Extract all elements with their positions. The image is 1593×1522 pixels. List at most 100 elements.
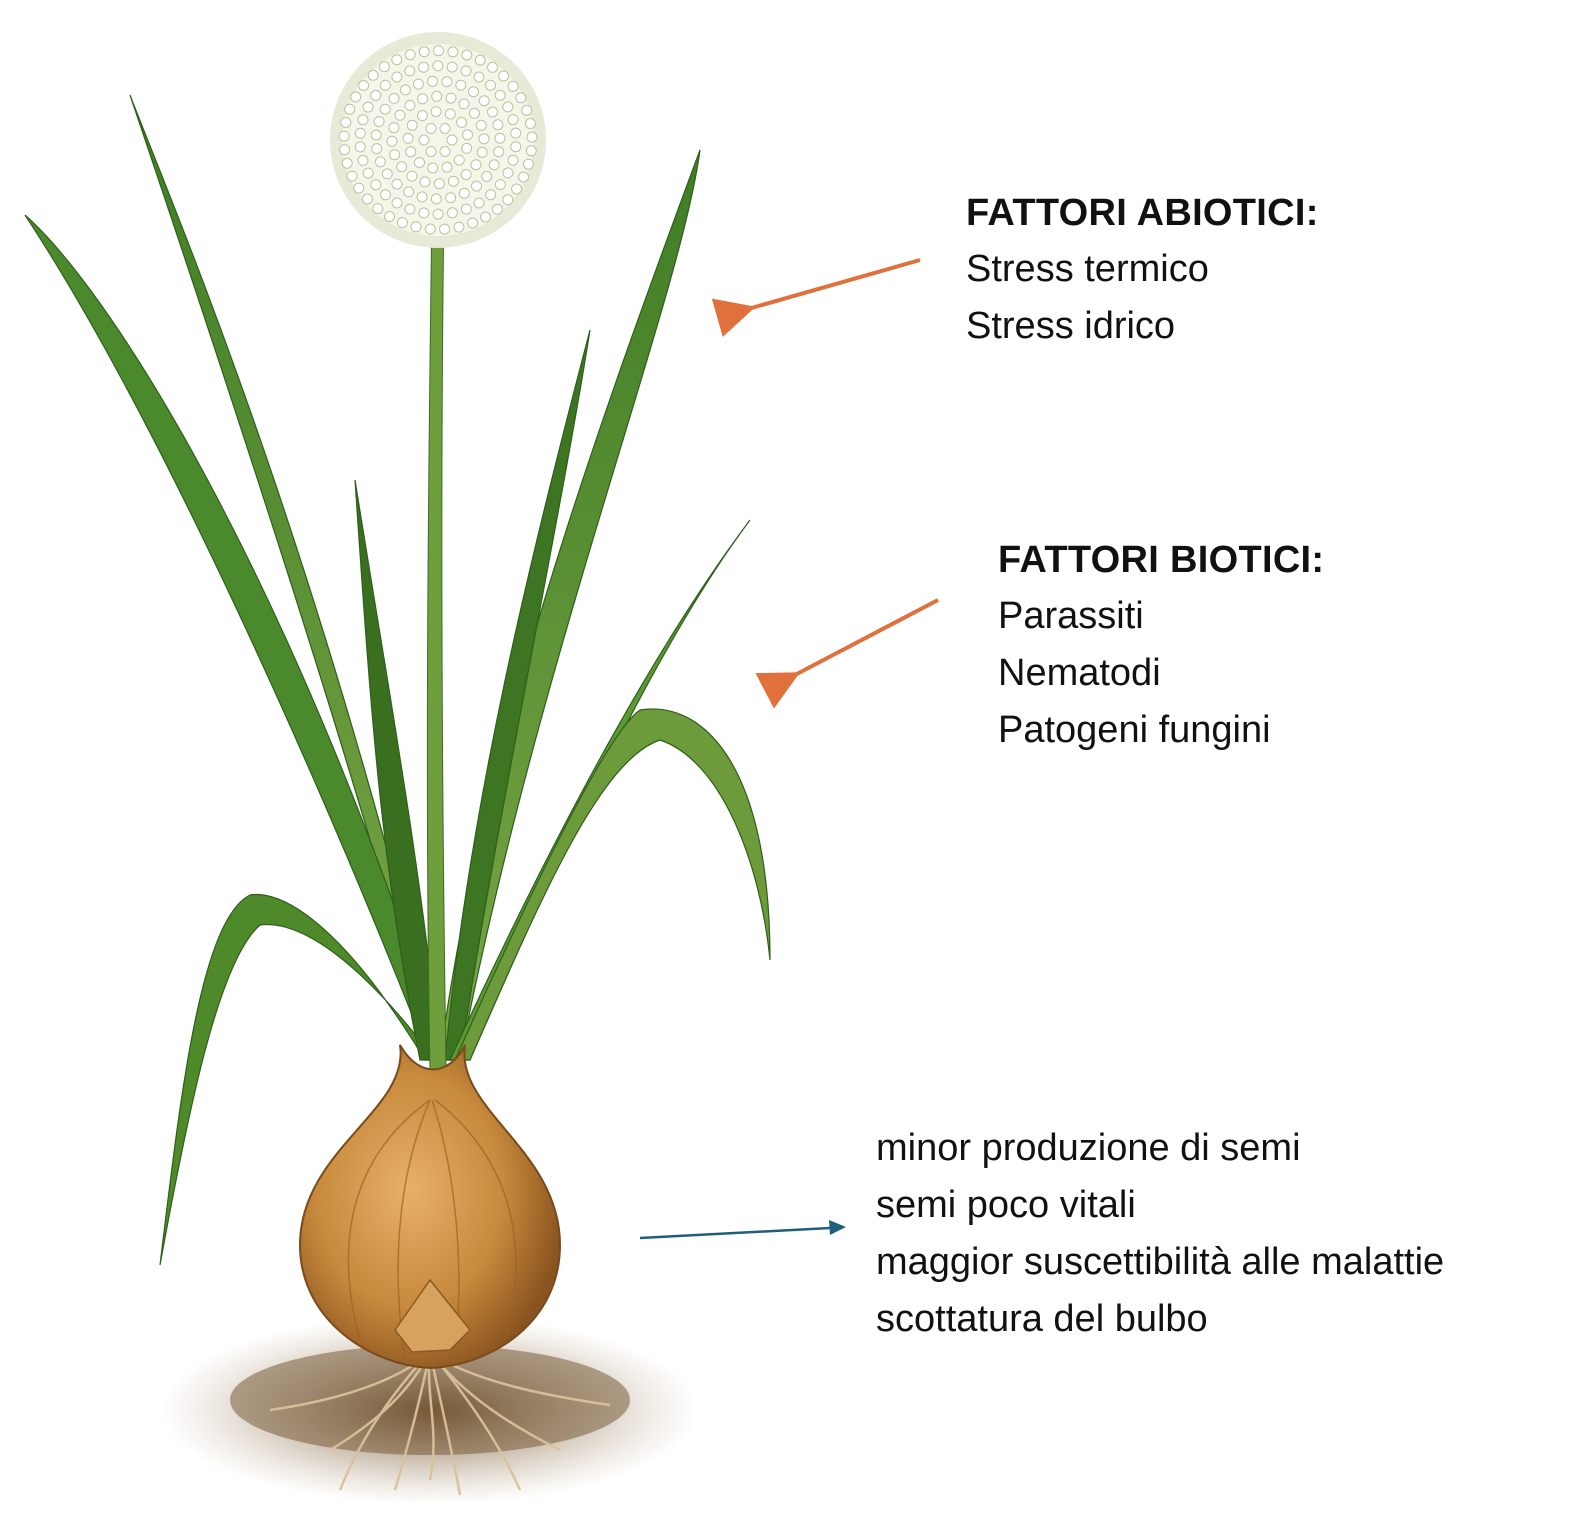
floret bbox=[433, 209, 443, 219]
effects-block: minor produzione di semi semi poco vital… bbox=[876, 1120, 1444, 1348]
floret bbox=[405, 66, 415, 76]
floret bbox=[426, 147, 436, 157]
floret bbox=[448, 47, 458, 57]
floret bbox=[446, 193, 456, 203]
flower-stalk bbox=[427, 205, 446, 1070]
floret bbox=[445, 109, 455, 119]
floret bbox=[448, 176, 458, 186]
floret bbox=[495, 180, 505, 190]
floret bbox=[503, 168, 513, 178]
floret bbox=[454, 155, 464, 165]
floret bbox=[486, 80, 496, 90]
floret bbox=[379, 62, 389, 72]
floret bbox=[371, 90, 381, 100]
floret bbox=[493, 120, 503, 130]
floret bbox=[387, 136, 397, 146]
floret bbox=[431, 107, 441, 117]
floret bbox=[431, 194, 441, 204]
floret bbox=[508, 115, 518, 125]
abiotic-heading: FATTORI ABIOTICI: bbox=[966, 185, 1319, 241]
floret bbox=[390, 150, 400, 160]
abiotic-factors-block: FATTORI ABIOTICI: Stress termico Stress … bbox=[966, 185, 1319, 355]
floret bbox=[342, 158, 352, 168]
floret bbox=[512, 184, 522, 194]
floret bbox=[380, 104, 390, 114]
floret bbox=[428, 163, 438, 173]
floret bbox=[392, 72, 402, 82]
floret bbox=[372, 144, 382, 154]
floret bbox=[382, 169, 392, 179]
floret bbox=[440, 224, 450, 234]
floret bbox=[340, 145, 350, 155]
floret bbox=[395, 110, 405, 120]
floret bbox=[462, 50, 472, 60]
biotic-factors-block: FATTORI BIOTICI: Parassiti Nematodi Pato… bbox=[998, 532, 1324, 759]
floret bbox=[447, 208, 457, 218]
floret bbox=[454, 222, 464, 232]
floret bbox=[368, 70, 378, 80]
floret bbox=[468, 218, 478, 228]
floret bbox=[525, 119, 535, 129]
floret bbox=[461, 204, 471, 214]
floret bbox=[457, 117, 467, 127]
floret bbox=[418, 94, 428, 104]
floret bbox=[363, 168, 373, 178]
floret bbox=[419, 208, 429, 218]
floret bbox=[472, 181, 482, 191]
floret bbox=[503, 195, 513, 205]
floret bbox=[524, 159, 534, 169]
floret bbox=[447, 62, 457, 72]
floret bbox=[459, 99, 469, 109]
floret bbox=[359, 81, 369, 91]
effect-item: minor produzione di semi bbox=[876, 1120, 1444, 1177]
floret bbox=[341, 118, 351, 128]
floret bbox=[419, 135, 429, 145]
floret bbox=[503, 102, 513, 112]
floret bbox=[492, 204, 502, 214]
flower-umbel bbox=[330, 32, 546, 248]
floret bbox=[479, 96, 489, 106]
floret bbox=[477, 147, 487, 157]
floret bbox=[363, 194, 373, 204]
floret bbox=[519, 172, 529, 182]
abiotic-item: Stress termico bbox=[966, 241, 1319, 298]
effect-item: maggior suscettibilità alle malattie bbox=[876, 1234, 1444, 1291]
floret bbox=[434, 179, 444, 189]
floret bbox=[488, 62, 498, 72]
onion-bulb bbox=[300, 1045, 560, 1368]
floret bbox=[488, 107, 498, 117]
floret bbox=[476, 120, 486, 130]
floret bbox=[489, 160, 499, 170]
floret bbox=[495, 90, 505, 100]
floret bbox=[463, 130, 473, 140]
floret bbox=[425, 224, 435, 234]
floret bbox=[456, 80, 466, 90]
floret bbox=[482, 172, 492, 182]
floret bbox=[405, 204, 415, 214]
floret bbox=[363, 102, 373, 112]
floret bbox=[447, 135, 457, 145]
floret bbox=[446, 93, 456, 103]
floret bbox=[417, 111, 427, 121]
floret bbox=[479, 134, 489, 144]
floret bbox=[392, 179, 402, 189]
floret bbox=[397, 218, 407, 228]
floret bbox=[508, 155, 518, 165]
floret bbox=[355, 128, 365, 138]
floret bbox=[347, 171, 357, 181]
floret bbox=[420, 177, 430, 187]
floret bbox=[397, 162, 407, 172]
floret bbox=[355, 142, 365, 152]
floret bbox=[440, 147, 450, 157]
floret bbox=[375, 157, 385, 167]
floret bbox=[381, 190, 391, 200]
floret bbox=[411, 222, 421, 232]
floret bbox=[380, 80, 390, 90]
floret bbox=[405, 50, 415, 60]
floret bbox=[406, 147, 416, 157]
biotic-item: Patogeni fungini bbox=[998, 702, 1324, 759]
biotic-item: Parassiti bbox=[998, 588, 1324, 645]
floret bbox=[494, 147, 504, 157]
floret bbox=[389, 93, 399, 103]
floret bbox=[434, 46, 444, 56]
